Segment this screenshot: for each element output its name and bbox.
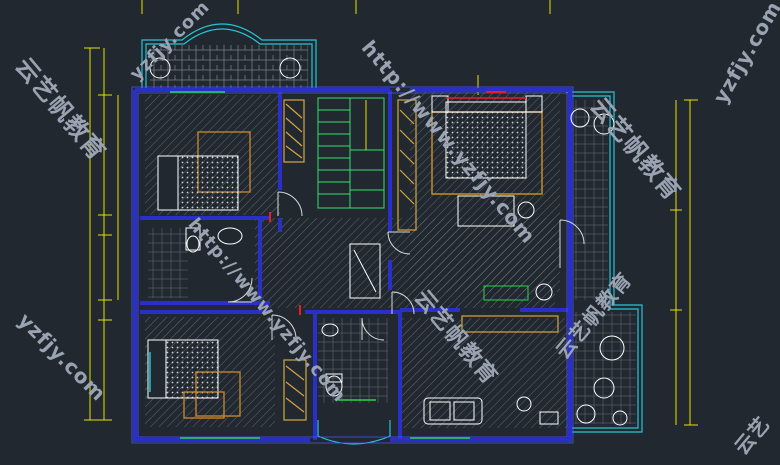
wardrobes <box>283 99 559 421</box>
right-balcony-tiles-lower <box>574 312 636 424</box>
wall-inner-lines <box>131 86 574 444</box>
windows <box>149 91 470 439</box>
bedroom-bed-top <box>157 131 251 211</box>
bedroom-bed-bottom <box>147 339 241 419</box>
bathroom-fixtures <box>185 227 381 397</box>
plants <box>149 57 628 426</box>
living-furniture <box>423 195 559 425</box>
right-balcony-tiles <box>574 100 608 300</box>
dimension-lines <box>84 0 698 426</box>
master-bed <box>431 95 543 195</box>
walls <box>133 88 572 442</box>
doors <box>227 191 585 341</box>
stairs <box>317 97 385 209</box>
red-marks <box>269 91 506 315</box>
top-balcony-bricks <box>150 45 308 90</box>
balconies <box>141 23 643 445</box>
